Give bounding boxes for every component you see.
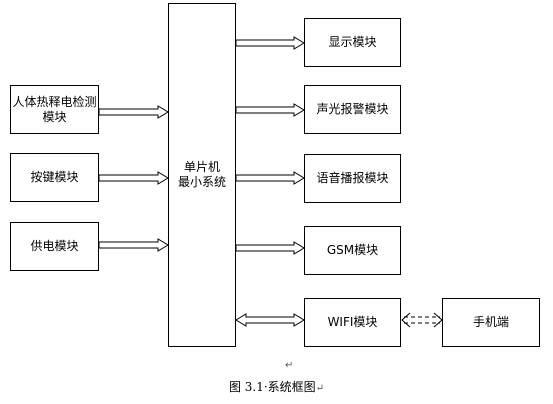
phone-block: 手机端 [442,298,540,347]
arrow-mcu-to-voice [235,171,305,185]
pir-sensor-module-block: 人体热释电检测 模块 [10,85,99,134]
pir-label-line2: 模块 [42,109,67,124]
figure-caption: 图 3.1·系统框图↵ [0,378,553,395]
key-module-block: 按键模块 [10,153,99,202]
power-module-label: 供电模块 [30,239,79,253]
arrow-wifi-phone-dashed [404,316,440,324]
gsm-module-label: GSM模块 [326,243,379,257]
arrow-mcu-to-alarm [235,103,305,117]
alarm-module-block: 声光报警模块 [304,85,401,134]
paragraph-mark: ↵ [285,360,294,371]
mcu-label-line1: 单片机 [183,160,220,174]
mcu-minimum-system-block: 单片机 最小系统 [168,3,236,347]
figure-caption-text: 图 3.1·系统框图 [228,380,316,394]
voice-module-label: 语音播报模块 [316,171,389,185]
wifi-module-block: WIFI模块 [304,298,401,347]
arrow-power-to-mcu [98,238,169,252]
arrow-pir-to-mcu [98,105,169,119]
arrow-mcu-wifi-bidirectional [235,313,305,327]
arrow-mcu-to-gsm [235,241,305,255]
caption-end-mark: ↵ [315,383,325,394]
arrow-keys-to-mcu [98,171,169,185]
phone-label: 手机端 [472,315,509,329]
pir-label-line1: 人体热释电检测 [12,94,97,109]
display-module-block: 显示模块 [304,18,401,67]
alarm-module-label: 声光报警模块 [316,102,389,116]
power-module-block: 供电模块 [10,222,99,271]
wifi-module-label: WIFI模块 [327,315,378,329]
gsm-module-block: GSM模块 [304,226,401,275]
key-module-label: 按键模块 [30,170,79,184]
mcu-label-line2: 最小系统 [177,175,226,189]
arrow-mcu-to-display [235,36,305,50]
voice-module-block: 语音播报模块 [304,154,401,203]
display-module-label: 显示模块 [328,35,377,49]
